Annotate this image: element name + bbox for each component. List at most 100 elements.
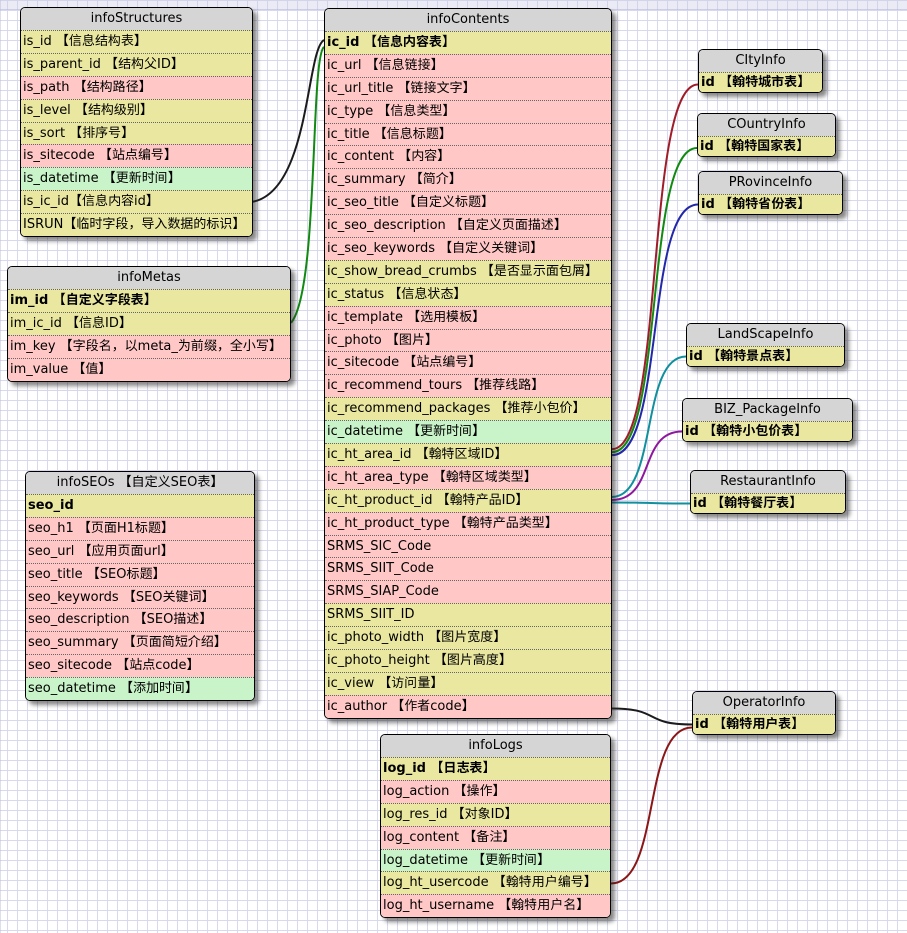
connector-infocontents-operatorinfo[interactable] <box>611 707 693 726</box>
field-row-is-sitecode[interactable]: is_sitecode 【站点编号】 <box>21 144 252 168</box>
field-row-seo-id[interactable]: seo_id <box>26 494 254 517</box>
field-row-is-path[interactable]: is_path 【结构路径】 <box>21 75 252 99</box>
table-title-landscapeinfo[interactable]: LandScapeInfo <box>687 324 844 346</box>
field-row-log-res-id[interactable]: log_res_id 【对象ID】 <box>381 802 610 826</box>
field-row-seo-title[interactable]: seo_title 【SEO标题】 <box>26 562 254 586</box>
field-row-id[interactable]: id 【翰特国家表】 <box>698 136 835 156</box>
field-row-isrun[interactable]: ISRUN【临时字段，导入数据的标识】 <box>21 213 252 237</box>
table-title-infocontents[interactable]: infoContents <box>325 9 611 31</box>
field-row-ic-summary[interactable]: ic_summary 【简介】 <box>325 168 611 192</box>
field-row-ic-ht-area-type[interactable]: ic_ht_area_type 【翰特区域类型】 <box>325 465 611 489</box>
field-row-ic-ht-product-id[interactable]: ic_ht_product_id 【翰特产品ID】 <box>325 488 611 512</box>
field-row-im-key[interactable]: im_key 【字段名，以meta_为前缀，全小写】 <box>8 334 290 358</box>
field-row-seo-url[interactable]: seo_url 【应用页面url】 <box>26 539 254 563</box>
table-title-infologs[interactable]: infoLogs <box>381 735 610 757</box>
field-row-ic-photo[interactable]: ic_photo 【图片】 <box>325 328 611 352</box>
field-row-ic-url-title[interactable]: ic_url_title 【链接文字】 <box>325 76 611 100</box>
connector-infometas-infocontents[interactable] <box>290 46 325 324</box>
field-row-ic-sitecode[interactable]: ic_sitecode 【站点编号】 <box>325 351 611 375</box>
field-row-ic-author[interactable]: ic_author 【作者code】 <box>325 694 611 718</box>
field-row-ic-photo-height[interactable]: ic_photo_height 【图片高度】 <box>325 649 611 672</box>
field-row-id[interactable]: id 【翰特城市表】 <box>699 72 822 92</box>
table-title-infometas[interactable]: infoMetas <box>8 267 290 289</box>
field-row-seo-description[interactable]: seo_description 【SEO描述】 <box>26 608 254 632</box>
field-row-id[interactable]: id 【翰特景点表】 <box>687 346 844 366</box>
field-row-seo-keywords[interactable]: seo_keywords 【SEO关键词】 <box>26 585 254 609</box>
table-title-restaurantinfo[interactable]: RestaurantInfo <box>691 471 845 493</box>
field-row-ic-title[interactable]: ic_title 【信息标题】 <box>325 122 611 146</box>
field-row-is-datetime[interactable]: is_datetime 【更新时间】 <box>21 167 252 191</box>
field-row-log-datetime[interactable]: log_datetime 【更新时间】 <box>381 848 610 872</box>
field-row-log-ht-username[interactable]: log_ht_username 【翰特用户名】 <box>381 894 610 918</box>
table-title-infoseos[interactable]: infoSEOs 【自定义SEO表】 <box>26 472 254 494</box>
field-row-srms-sic-code[interactable]: SRMS_SIC_Code <box>325 534 611 558</box>
field-row-id[interactable]: id 【翰特省份表】 <box>699 194 842 214</box>
field-row-ic-seo-title[interactable]: ic_seo_title 【自定义标题】 <box>325 191 611 215</box>
field-row-id[interactable]: id 【翰特餐厅表】 <box>691 493 845 513</box>
field-row-ic-photo-width[interactable]: ic_photo_width 【图片宽度】 <box>325 626 611 650</box>
field-row-seo-h1[interactable]: seo_h1 【页面H1标题】 <box>26 516 254 540</box>
field-row-log-id[interactable]: log_id 【日志表】 <box>381 757 610 780</box>
field-row-ic-content[interactable]: ic_content 【内容】 <box>325 145 611 169</box>
field-row-ic-type[interactable]: ic_type 【信息类型】 <box>325 99 611 123</box>
field-row-srms-siit-id[interactable]: SRMS_SIIT_ID <box>325 603 611 627</box>
table-title-cityinfo[interactable]: CItyInfo <box>699 50 822 72</box>
connector-infocontents-restaurantinfo[interactable] <box>611 501 691 505</box>
table-title-biz-packageinfo[interactable]: BIZ_PackageInfo <box>683 399 852 421</box>
table-title-infostructures[interactable]: infoStructures <box>21 8 252 30</box>
field-row-srms-siap-code[interactable]: SRMS_SIAP_Code <box>325 580 611 604</box>
field-row-im-ic-id[interactable]: im_ic_id 【信息ID】 <box>8 311 290 335</box>
connector-infologs-operatorinfo[interactable] <box>610 726 693 885</box>
connector-infocontents-cityinfo[interactable] <box>611 83 699 451</box>
field-row-seo-summary[interactable]: seo_summary 【页面简短介绍】 <box>26 631 254 655</box>
table-title-provinceinfo[interactable]: PRovinceInfo <box>699 172 842 194</box>
field-row-log-action[interactable]: log_action 【操作】 <box>381 779 610 803</box>
field-row-im-id[interactable]: im_id 【自定义字段表】 <box>8 289 290 312</box>
field-row-id[interactable]: id 【翰特用户表】 <box>693 714 835 734</box>
field-row-log-content[interactable]: log_content 【备注】 <box>381 825 610 849</box>
field-row-ic-ht-product-type[interactable]: ic_ht_product_type 【翰特产品类型】 <box>325 511 611 535</box>
field-row-seo-datetime[interactable]: seo_datetime 【添加时间】 <box>26 677 254 701</box>
field-row-log-ht-usercode[interactable]: log_ht_usercode 【翰特用户编号】 <box>381 871 610 895</box>
field-row-ic-seo-keywords[interactable]: ic_seo_keywords 【自定义关键词】 <box>325 237 611 260</box>
field-row-ic-ht-area-id[interactable]: ic_ht_area_id 【翰特区域ID】 <box>325 443 611 466</box>
field-row-ic-url[interactable]: ic_url 【信息链接】 <box>325 53 611 77</box>
field-row-ic-show-bread-crumbs[interactable]: ic_show_bread_crumbs 【是否显示面包屑】 <box>325 259 611 283</box>
field-row-ic-seo-description[interactable]: ic_seo_description 【自定义页面描述】 <box>325 214 611 238</box>
field-row-ic-status[interactable]: ic_status 【信息状态】 <box>325 282 611 306</box>
field-row-is-sort[interactable]: is_sort 【排序号】 <box>21 121 252 145</box>
table-title-countryinfo[interactable]: COuntryInfo <box>698 114 835 136</box>
field-row-ic-recommend-packages[interactable]: ic_recommend_packages 【推荐小包价】 <box>325 397 611 421</box>
field-row-is-parent-id[interactable]: is_parent_id 【结构父ID】 <box>21 52 252 76</box>
field-row-is-id[interactable]: is_id 【信息结构表】 <box>21 30 252 53</box>
field-row-im-value[interactable]: im_value 【值】 <box>8 357 290 381</box>
connector-infostructures-infocontents[interactable] <box>252 39 325 203</box>
table-title-operatorinfo[interactable]: OperatorInfo <box>693 692 835 714</box>
field-row-seo-sitecode[interactable]: seo_sitecode 【站点code】 <box>26 654 254 678</box>
connector-infocontents-provinceinfo[interactable] <box>611 203 699 457</box>
field-row-ic-view[interactable]: ic_view 【访问量】 <box>325 671 611 695</box>
field-row-ic-recommend-tours[interactable]: ic_recommend_tours 【推荐线路】 <box>325 374 611 398</box>
connector-infocontents-bizpackageinfo[interactable] <box>611 430 683 501</box>
field-row-ic-id[interactable]: ic_id 【信息内容表】 <box>325 31 611 54</box>
field-row-ic-template[interactable]: ic_template 【选用模板】 <box>325 305 611 329</box>
field-row-srms-siit-code[interactable]: SRMS_SIIT_Code <box>325 557 611 581</box>
field-row-id[interactable]: id 【翰特小包价表】 <box>683 421 852 441</box>
field-row-ic-datetime[interactable]: ic_datetime 【更新时间】 <box>325 420 611 444</box>
connector-infocontents-landscapeinfo[interactable] <box>611 355 687 498</box>
connector-infocontents-countryinfo[interactable] <box>611 147 698 454</box>
field-row-is-level[interactable]: is_level 【结构级别】 <box>21 98 252 122</box>
field-row-is-ic-id[interactable]: is_ic_id【信息内容id】 <box>21 190 252 214</box>
